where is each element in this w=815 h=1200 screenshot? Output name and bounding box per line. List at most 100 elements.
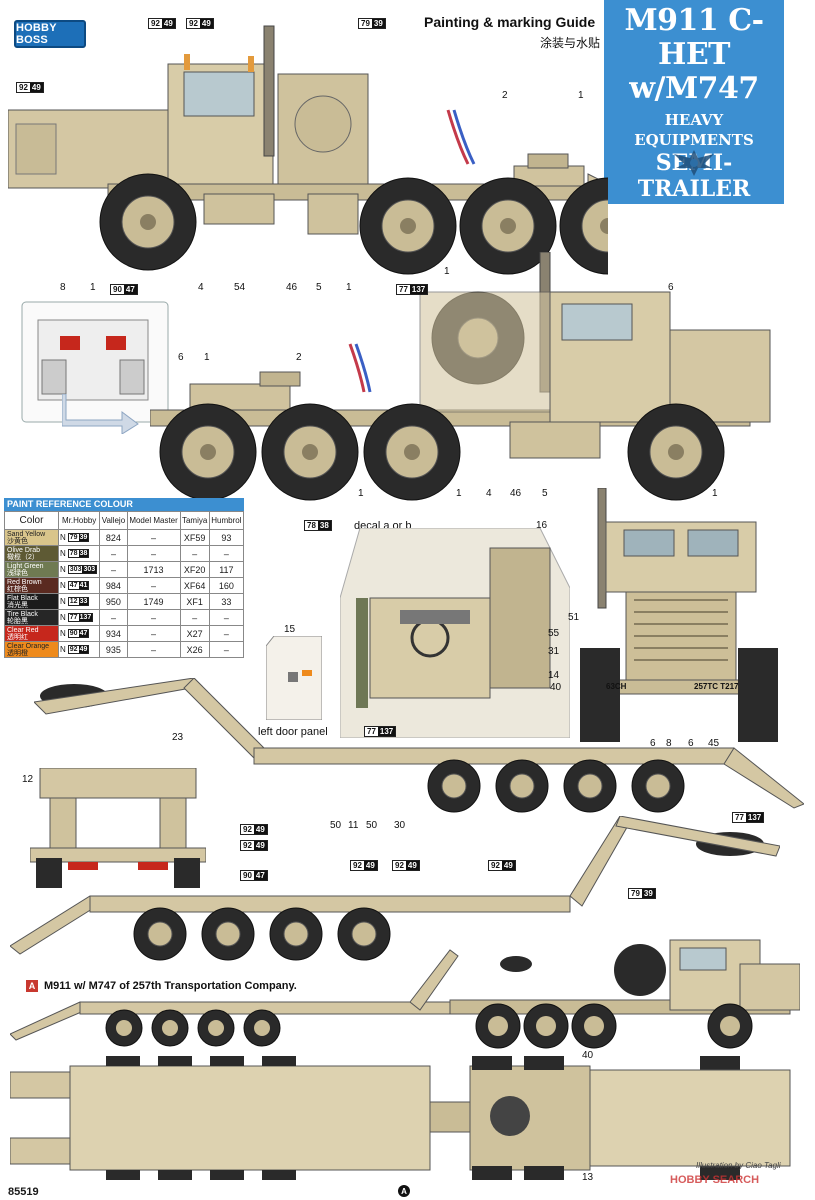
- title-line1: M911 C-HET: [624, 3, 764, 72]
- watermark: HOBBY SEARCH: [670, 1174, 760, 1186]
- callout-number: 51: [568, 612, 580, 623]
- column-header: Tamiya: [179, 511, 210, 530]
- mrhobby-code: 33: [78, 598, 89, 605]
- title-line2: w/M747: [629, 71, 759, 106]
- vallejo-cell: 984: [99, 577, 128, 594]
- color-name: Olive Drab: [7, 546, 41, 554]
- column-header: Mr.Hobby: [57, 511, 101, 530]
- tamiya-cell: XF64: [179, 577, 210, 594]
- callout-number: 5: [316, 282, 322, 293]
- humbrol-cell: –: [208, 641, 245, 658]
- callout-number: 50: [366, 820, 378, 831]
- mrhobby-prefix: N: [60, 581, 66, 590]
- callout-number: 23: [172, 732, 184, 743]
- mrhobby-prefix: N: [60, 613, 66, 622]
- humbrol-cell: 117: [208, 561, 245, 578]
- code-number: 77: [733, 813, 746, 822]
- code-value: 47: [123, 285, 137, 294]
- brand-logo: HOBBY BOSS: [14, 20, 86, 48]
- humbrol-cell: –: [208, 545, 245, 562]
- mrhobby-code: 137: [78, 614, 93, 621]
- mrhobby-prefix: N: [60, 645, 66, 654]
- humbrol-cell: –: [208, 625, 245, 642]
- marking-caption: A M911 w/ M747 of 257th Transportation C…: [26, 980, 297, 992]
- vallejo-cell: 934: [99, 625, 128, 642]
- underside-view: [10, 1056, 791, 1180]
- mrhobby-code: 39: [78, 534, 89, 541]
- code-number: 77: [365, 727, 378, 736]
- front-plate-left: 63CH: [606, 682, 627, 691]
- callout-number: 6: [650, 738, 656, 749]
- truck-side-view-right: [8, 25, 608, 275]
- code-number: 92: [241, 825, 254, 834]
- code-number: 92: [187, 19, 200, 28]
- mrhobby-code: 47: [78, 630, 89, 637]
- mrhobby-prefix: N: [60, 629, 66, 638]
- color-name: Flat Black: [7, 594, 38, 602]
- vallejo-cell: 935: [99, 641, 128, 658]
- callout-number: 12: [22, 774, 34, 785]
- truck-side-view-left: [150, 252, 771, 501]
- paint-reference-title: PAINT REFERENCE COLOUR: [4, 498, 244, 511]
- mrhobby-code: 303: [82, 566, 97, 573]
- model-master-cell: 1713: [126, 561, 181, 578]
- vallejo-cell: –: [99, 545, 128, 562]
- mrhobby-code: 41: [78, 582, 89, 589]
- left-door-panel-label: left door panel: [258, 726, 328, 738]
- code-number: 78: [305, 521, 318, 530]
- code-value: 39: [641, 889, 655, 898]
- callout-number: 1: [444, 266, 450, 277]
- tamiya-cell: –: [179, 545, 210, 562]
- column-header: Humbrol: [208, 511, 245, 530]
- model-master-cell: –: [126, 625, 181, 642]
- callout-number: 16: [536, 520, 548, 531]
- callout-number: 8: [666, 738, 672, 749]
- callout-number: 8: [60, 282, 66, 293]
- code-number: 92: [17, 83, 30, 92]
- color-name-cn: 消光黑: [7, 601, 28, 609]
- code-value: 47: [253, 871, 267, 880]
- callout-number: 11: [348, 820, 359, 831]
- code-value: 49: [161, 19, 175, 28]
- arrow-icon: [62, 394, 139, 434]
- color-name-cn: 红棕色: [7, 585, 28, 593]
- code-number: 77: [397, 285, 410, 294]
- code-value: 49: [405, 861, 419, 870]
- callout-number: 14: [548, 670, 560, 681]
- code-value: 137: [745, 813, 764, 822]
- code-number: 92: [149, 19, 162, 28]
- callout-number: 15: [284, 624, 296, 635]
- code-number: 79: [629, 889, 642, 898]
- code-number: 90: [241, 871, 254, 880]
- cab-interior-illustration: [340, 528, 570, 738]
- product-code: 85519: [8, 1186, 39, 1198]
- eagle-emblem-icon: [674, 150, 714, 176]
- callout-number: 1: [204, 352, 210, 363]
- callout-number: 4: [486, 488, 492, 499]
- color-name-cn: 轮胎黑: [7, 617, 28, 625]
- model-master-cell: –: [126, 529, 181, 546]
- code-number: 92: [489, 861, 502, 870]
- callout-number: 1: [578, 90, 584, 101]
- mrhobby-code: 38: [78, 550, 89, 557]
- mrhobby-prefix: N: [60, 549, 66, 558]
